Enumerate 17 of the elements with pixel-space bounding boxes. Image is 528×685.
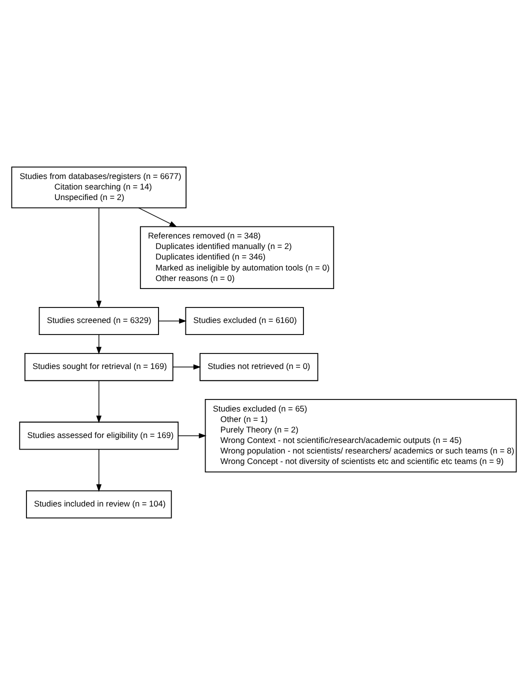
node-box: Studies excluded (n = 65) Other (n = 1) Purely Theory (n = 2) Wrong Context - not scientific/research/academic outputs (n = 45) Wrong population - not scientists/ researchers/ academics or such teams (n = 8) Wrong Concept - not diversity of scientists etc and scientific etc teams (n = 9) [204,399,517,472]
node-box: Studies excluded (n = 6160) [185,306,304,336]
node-box: References removed (n = 348) Duplicates identified manually (n = 2) Duplicates identified (n = 346) Marked as ineligible by automation tools (n = 0) Other reasons (n = 0) [140,226,334,289]
arrow [96,449,102,492]
node-box: Studies sought for retrieval (n = 169) [24,353,174,382]
arrow [158,318,187,324]
arrow [138,207,178,228]
node-box: Studies not retrieved (n = 0) [200,353,318,382]
arrow [96,208,102,308]
arrow [172,364,201,370]
node-box: Studies assessed for eligibility (n = 169) [19,422,179,450]
arrow [96,334,102,354]
node-box: Studies screened (n = 6329) [38,306,159,336]
node-box: Studies included in review (n = 104) [26,490,172,518]
node-box: Studies from databases/registers (n = 6677) Citation searching (n = 14) Unspecified (n = 2) [11,166,187,208]
arrow [178,433,206,438]
arrow [96,380,102,424]
